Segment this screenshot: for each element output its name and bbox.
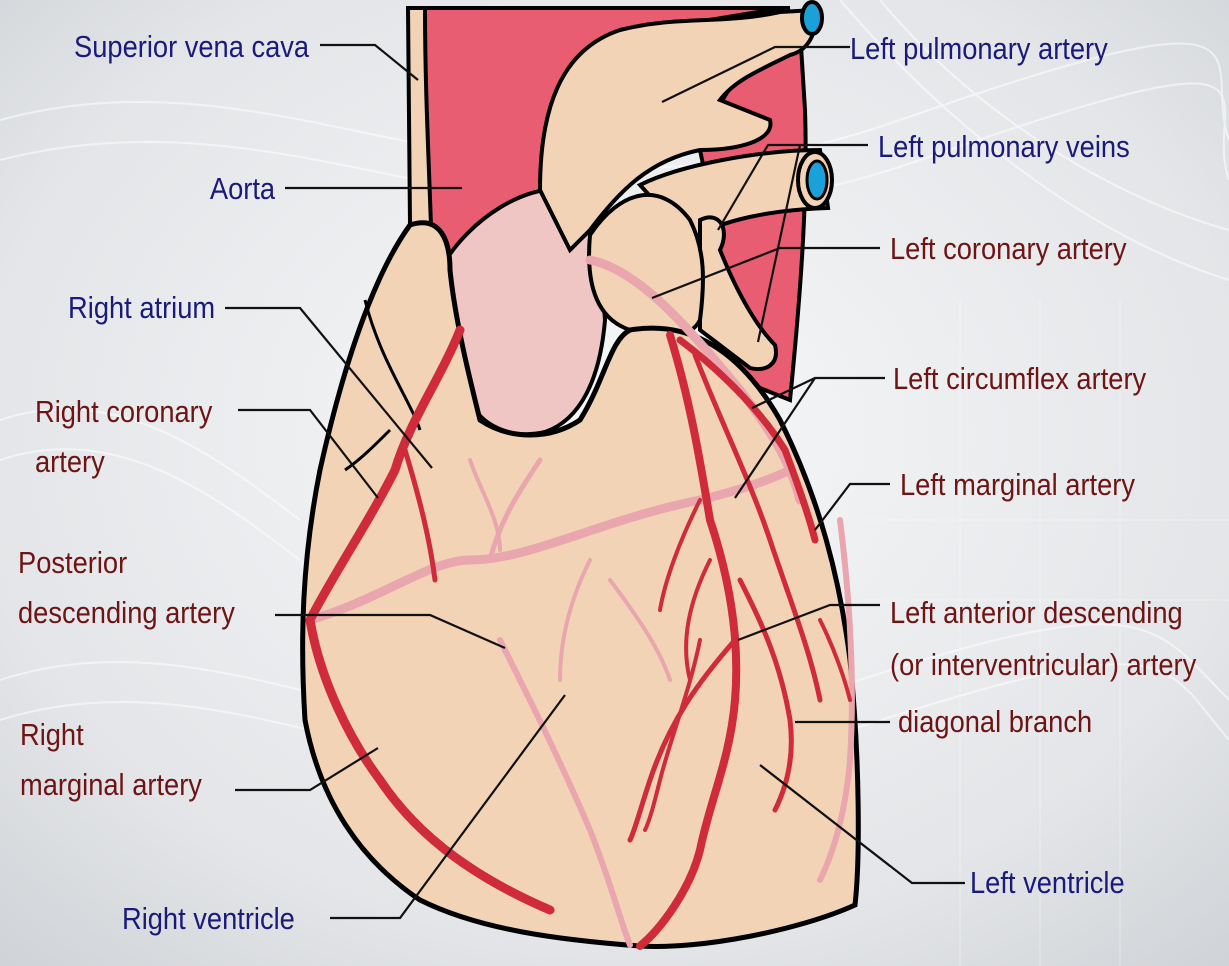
label-lad-line2: (or interventricular) artery (890, 648, 1196, 682)
label-right-coronary-artery-line2: artery (35, 445, 105, 479)
label-left-circumflex-artery: Left circumflex artery (893, 362, 1146, 396)
label-right-marginal-line1: Right (20, 718, 84, 752)
label-lad-line1: Left anterior descending (890, 596, 1183, 630)
label-left-marginal-artery: Left marginal artery (900, 468, 1135, 502)
label-right-atrium: Right atrium (68, 291, 215, 325)
left-pulmonary-artery-lumen (802, 2, 822, 34)
label-left-pulmonary-artery: Left pulmonary artery (850, 32, 1108, 66)
label-diagonal-branch: diagonal branch (898, 705, 1092, 739)
label-left-ventricle: Left ventricle (970, 866, 1125, 900)
label-right-coronary-artery-line1: Right coronary (35, 395, 212, 429)
label-right-ventricle: Right ventricle (122, 902, 295, 936)
label-posterior-descending-line1: Posterior (18, 546, 127, 580)
label-right-marginal-line2: marginal artery (20, 768, 202, 802)
label-posterior-descending-line2: descending artery (18, 596, 235, 630)
label-aorta: Aorta (210, 172, 275, 206)
left-pulmonary-vein-lumen-inner (807, 161, 827, 199)
label-superior-vena-cava: Superior vena cava (74, 30, 309, 64)
label-left-coronary-artery: Left coronary artery (890, 232, 1127, 266)
label-left-pulmonary-veins: Left pulmonary veins (878, 130, 1130, 164)
